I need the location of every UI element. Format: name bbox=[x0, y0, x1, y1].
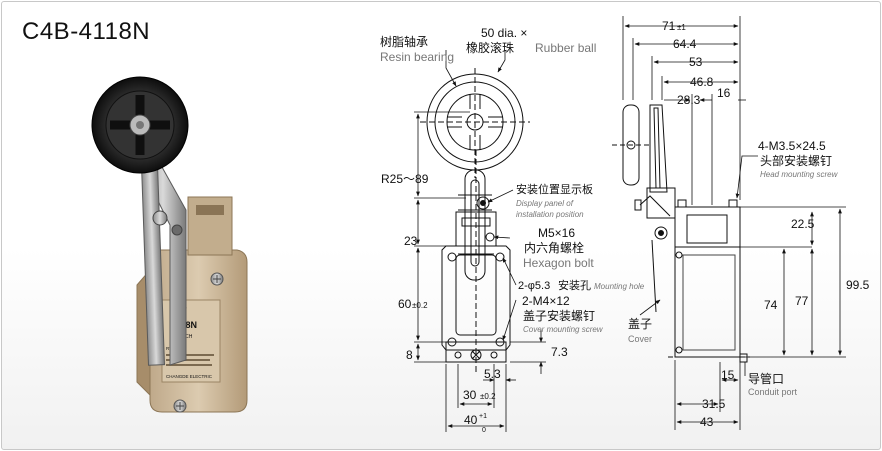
svg-text:4-M3.5×24.5: 4-M3.5×24.5 bbox=[758, 139, 826, 153]
svg-text:±1: ±1 bbox=[677, 23, 686, 32]
svg-text:安装孔: 安装孔 bbox=[558, 278, 591, 292]
svg-text:±0.2: ±0.2 bbox=[412, 301, 428, 310]
svg-text:安装位置显示板: 安装位置显示板 bbox=[516, 182, 593, 196]
side-view bbox=[612, 104, 750, 363]
svg-text:内六角螺栓: 内六角螺栓 bbox=[524, 240, 584, 255]
svg-text:5.3: 5.3 bbox=[484, 367, 501, 381]
svg-text:头部安装螺钉: 头部安装螺钉 bbox=[760, 153, 832, 168]
svg-text:28.3: 28.3 bbox=[677, 93, 701, 107]
svg-text:60: 60 bbox=[398, 297, 412, 311]
svg-text:Conduit port: Conduit port bbox=[748, 387, 798, 397]
svg-text:77: 77 bbox=[795, 294, 809, 308]
svg-text:40: 40 bbox=[464, 413, 478, 427]
svg-text:盖子安装螺钉: 盖子安装螺钉 bbox=[523, 308, 595, 323]
svg-text:Cover: Cover bbox=[628, 334, 652, 344]
svg-text:50 dia. ×: 50 dia. × bbox=[481, 26, 527, 40]
side-view-dimensions bbox=[622, 16, 846, 430]
svg-text:M5×16: M5×16 bbox=[538, 226, 575, 240]
svg-text:43: 43 bbox=[700, 415, 714, 429]
svg-text:Resin bearing: Resin bearing bbox=[380, 50, 454, 64]
svg-text:CHANGDE ELECTRIC: CHANGDE ELECTRIC bbox=[166, 374, 213, 379]
svg-text:±0.2: ±0.2 bbox=[480, 392, 496, 401]
svg-text:30: 30 bbox=[463, 388, 477, 402]
svg-text:53: 53 bbox=[689, 55, 703, 69]
svg-text:7.3: 7.3 bbox=[551, 345, 568, 359]
svg-text:橡胶滚珠: 橡胶滚珠 bbox=[466, 40, 514, 55]
side-view-labels: 71 ±1 64.4 53 46.8 28.3 16 4-M3.5×24.5 头… bbox=[628, 19, 870, 429]
svg-text:Display panel of: Display panel of bbox=[516, 199, 574, 208]
svg-text:盖子: 盖子 bbox=[628, 317, 652, 331]
model-title: C4B-4118N bbox=[22, 18, 151, 45]
svg-text:Mounting hole: Mounting hole bbox=[594, 282, 645, 291]
svg-text:22.5: 22.5 bbox=[791, 217, 815, 231]
product-photo: CHNT 118N WITCH RTM/AC CHANGDE ELECTRIC bbox=[91, 76, 248, 413]
svg-text:23: 23 bbox=[404, 234, 418, 248]
svg-text:64.4: 64.4 bbox=[673, 37, 697, 51]
svg-text:Hexagon bolt: Hexagon bolt bbox=[523, 256, 594, 270]
svg-text:installation position: installation position bbox=[516, 210, 584, 219]
svg-text:99.5: 99.5 bbox=[846, 278, 870, 292]
svg-text:71: 71 bbox=[662, 19, 676, 33]
front-view-dimensions bbox=[414, 50, 546, 432]
front-view-labels: 树脂轴承 Resin bearing 50 dia. × 橡胶滚珠 Rubber… bbox=[380, 26, 645, 434]
svg-text:15: 15 bbox=[721, 368, 735, 382]
svg-text:118N: 118N bbox=[176, 320, 197, 330]
svg-text:16: 16 bbox=[717, 86, 731, 100]
svg-text:31.5: 31.5 bbox=[702, 397, 726, 411]
svg-text:74: 74 bbox=[764, 298, 778, 312]
svg-text:树脂轴承: 树脂轴承 bbox=[380, 34, 428, 49]
svg-text:0: 0 bbox=[482, 427, 486, 434]
svg-text:Head mounting screw: Head mounting screw bbox=[760, 170, 839, 179]
svg-text:Rubber ball: Rubber ball bbox=[535, 41, 596, 55]
svg-text:R25～89: R25～89 bbox=[381, 172, 429, 186]
svg-text:2-M4×12: 2-M4×12 bbox=[522, 294, 570, 308]
svg-text:+1: +1 bbox=[479, 413, 487, 420]
svg-text:8: 8 bbox=[406, 348, 413, 362]
svg-text:导管口: 导管口 bbox=[748, 371, 784, 386]
svg-text:2-φ5.3: 2-φ5.3 bbox=[518, 280, 550, 292]
svg-text:Cover mounting screw: Cover mounting screw bbox=[523, 325, 604, 334]
svg-text:46.8: 46.8 bbox=[690, 75, 714, 89]
front-view bbox=[420, 68, 530, 372]
